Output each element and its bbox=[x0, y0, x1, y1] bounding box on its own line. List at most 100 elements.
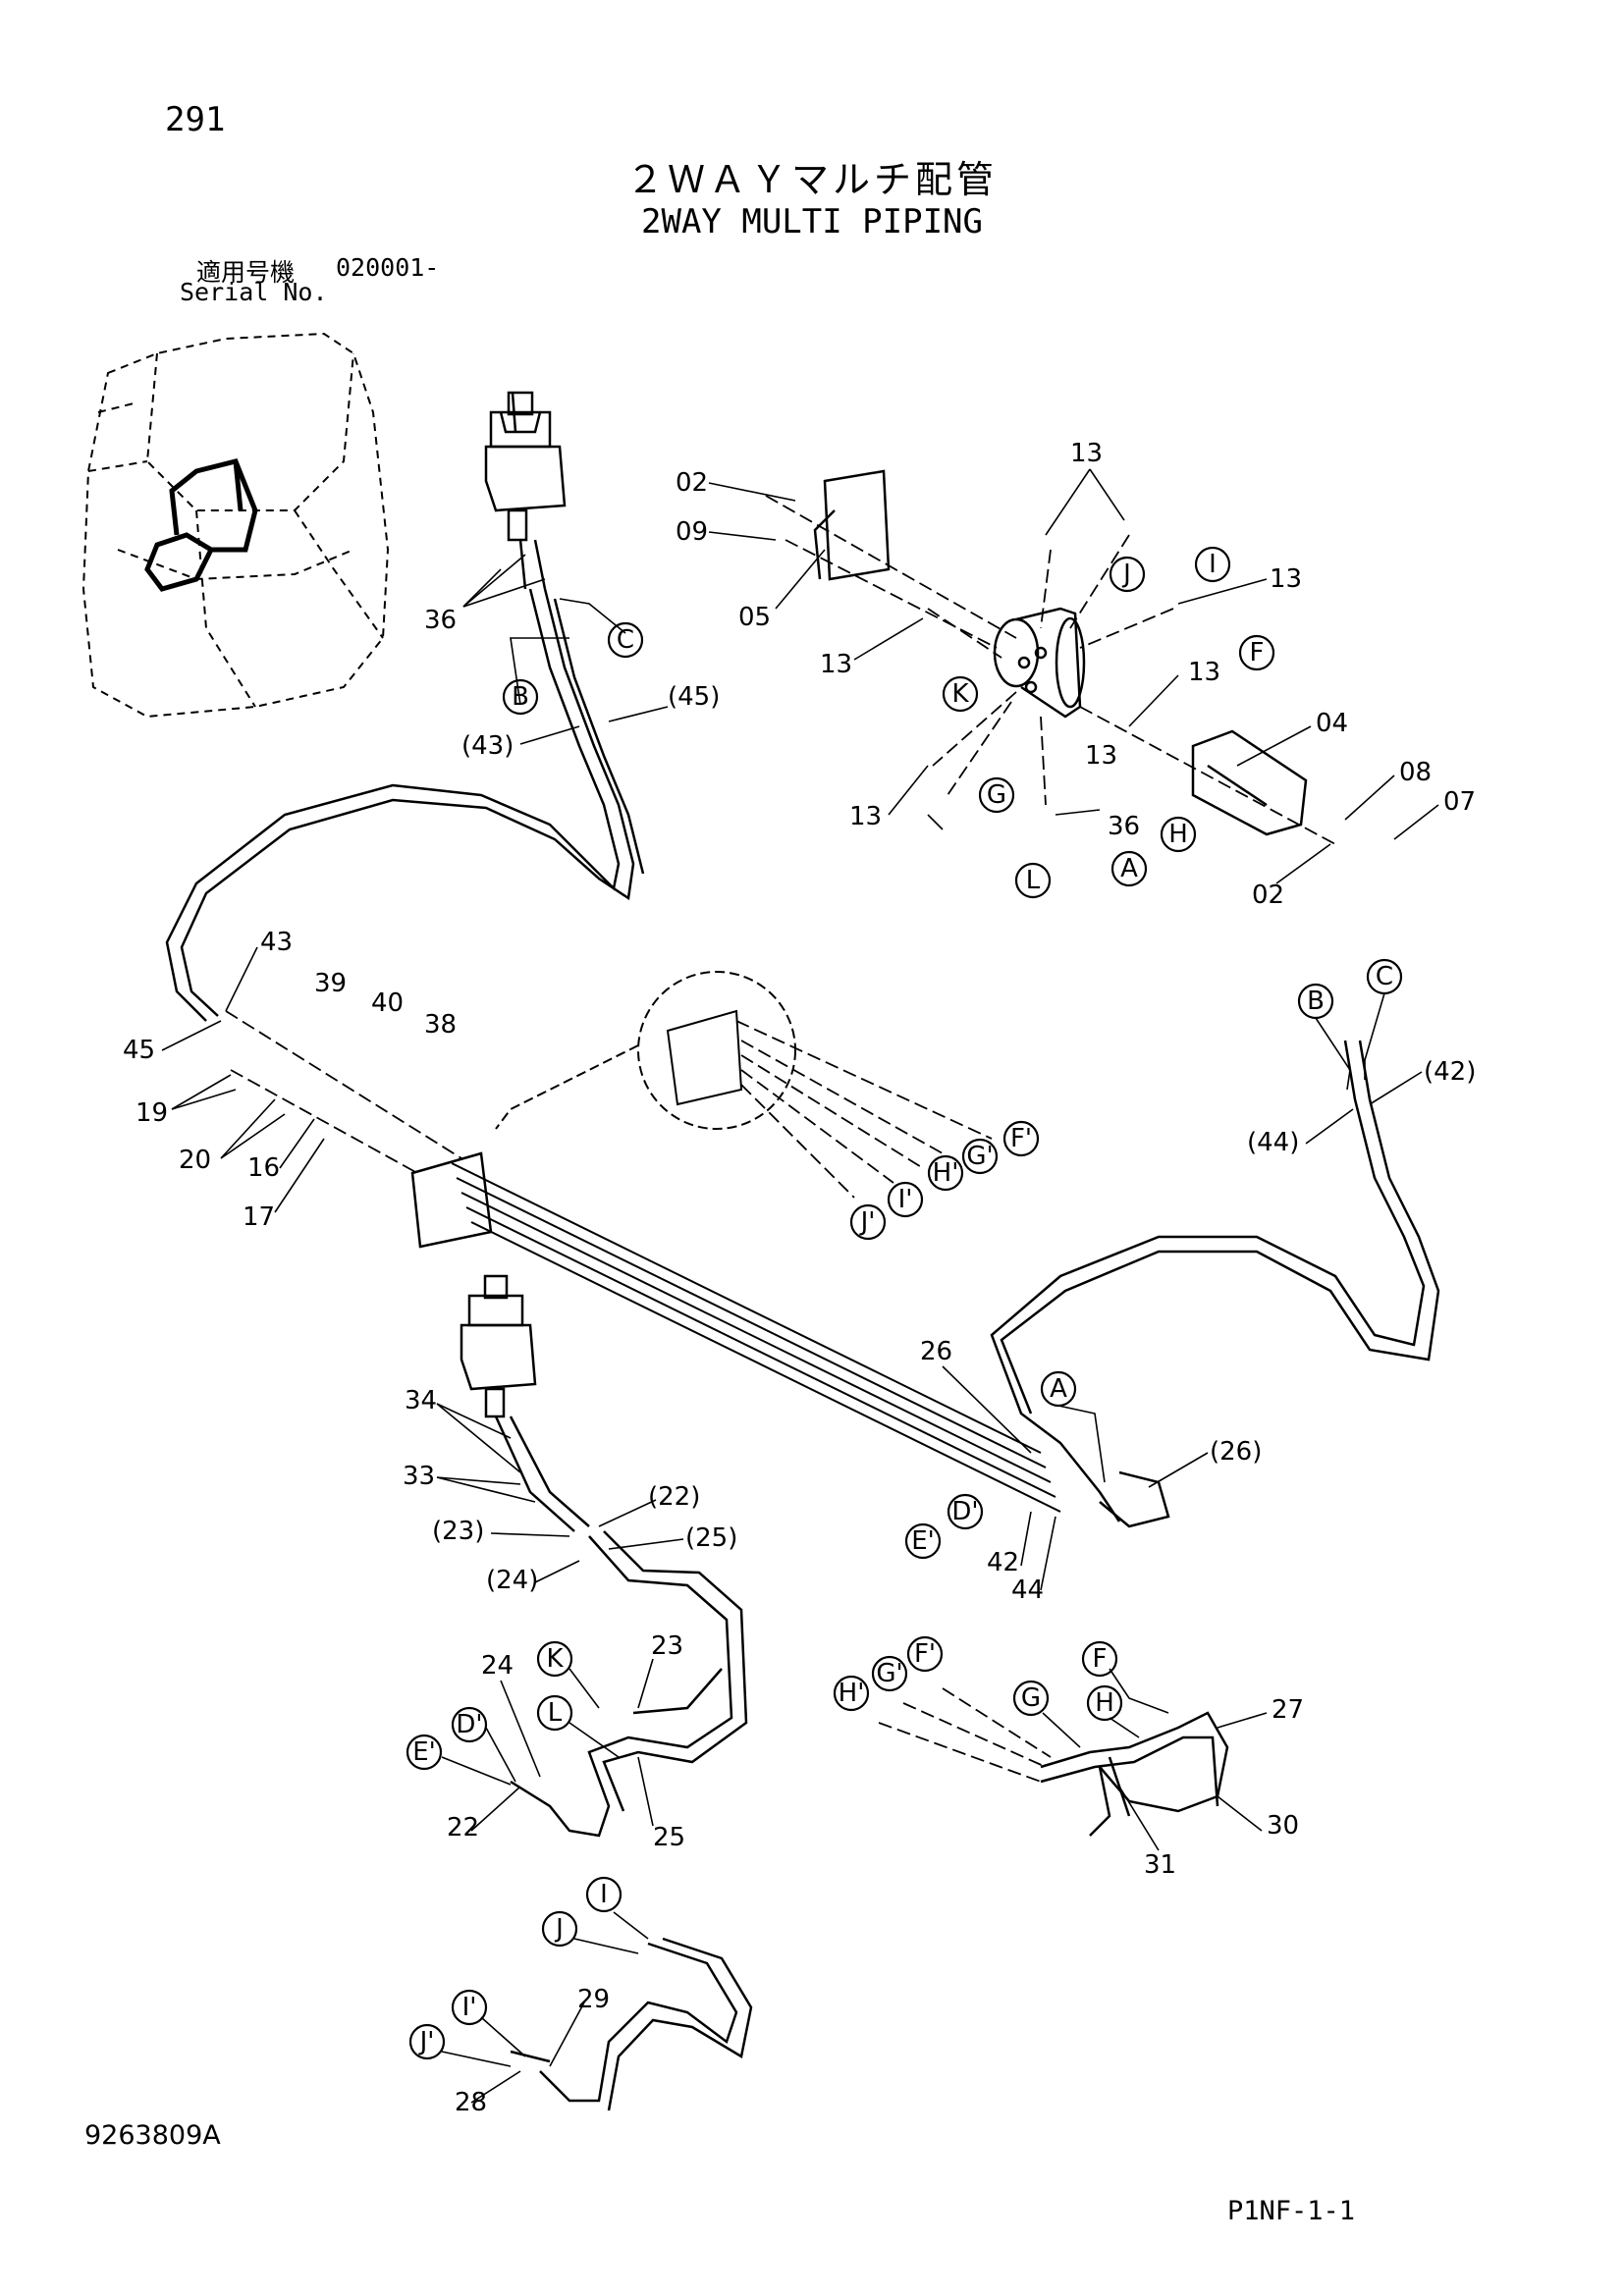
part-label-34: 34 bbox=[405, 1386, 437, 1415]
callout-Ep-middle: E' bbox=[911, 1526, 935, 1556]
callout-Fp-lower: F' bbox=[914, 1639, 936, 1669]
callout-G-lower: G bbox=[1021, 1683, 1041, 1713]
callout-Ip-detail: I' bbox=[898, 1185, 913, 1214]
callout-C-right: C bbox=[1376, 962, 1393, 991]
part-label-27: 27 bbox=[1272, 1695, 1304, 1725]
callout-G-upper: G bbox=[987, 780, 1006, 810]
part-label-28: 28 bbox=[455, 2088, 487, 2117]
part-label-29: 29 bbox=[577, 1985, 610, 2014]
callout-circles bbox=[406, 546, 1403, 2060]
callout-I-bottom: I bbox=[600, 1880, 608, 1909]
part-label-42: 42 bbox=[987, 1548, 1019, 1577]
part-label-13-a: 13 bbox=[1070, 439, 1103, 468]
callout-F-upper: F bbox=[1250, 638, 1265, 667]
part-label-36-upper: 36 bbox=[424, 606, 457, 635]
part-label-07: 07 bbox=[1443, 787, 1476, 817]
part-label-38: 38 bbox=[424, 1010, 457, 1040]
right-hoses-42-44 bbox=[990, 1040, 1440, 1528]
part-label-44: 44 bbox=[1011, 1575, 1044, 1605]
page-number: 291 bbox=[165, 100, 226, 139]
callout-L-lower: L bbox=[548, 1698, 563, 1728]
callout-Hp-lower: H' bbox=[839, 1679, 865, 1708]
callout-C-upper: C bbox=[617, 625, 634, 655]
callout-letters: A B C F I J K G L H A B C F' G' H' I' J'… bbox=[412, 550, 1393, 2056]
part-number-labels: 02 09 05 13 13 13 13 13 13 04 08 07 02 3… bbox=[123, 439, 1476, 2117]
callout-I-upper: I bbox=[1209, 550, 1217, 579]
part-label-20: 20 bbox=[179, 1146, 211, 1175]
machine-overview-illustration bbox=[81, 332, 390, 719]
serial-number-value: 020001- bbox=[336, 253, 440, 282]
callout-K-upper: K bbox=[951, 679, 969, 709]
callout-B-upper: B bbox=[512, 682, 529, 712]
bottom-hoses-28-29 bbox=[510, 1937, 753, 2111]
callout-K-lower: K bbox=[546, 1644, 564, 1674]
callout-Gp-detail: G' bbox=[966, 1142, 993, 1171]
lower-hoses-22-25 bbox=[510, 1530, 748, 1838]
part-label-39: 39 bbox=[314, 969, 347, 998]
callout-H-lower: H bbox=[1095, 1688, 1114, 1718]
part-label-36-block: 36 bbox=[1108, 812, 1140, 841]
part-label-16: 16 bbox=[247, 1153, 280, 1183]
callout-Dp-lower: D' bbox=[456, 1710, 482, 1739]
part-label-43: 43 bbox=[260, 928, 293, 957]
part-label-33: 33 bbox=[403, 1462, 435, 1491]
left-fittings-chain bbox=[225, 1010, 462, 1174]
part-label-13-d: 13 bbox=[1188, 658, 1220, 687]
callout-Ep-lower: E' bbox=[412, 1737, 436, 1767]
fprime-leaders bbox=[878, 1687, 1052, 1783]
callout-J-upper: J bbox=[1121, 560, 1131, 589]
upper-control-valve bbox=[484, 391, 567, 590]
bracket-04 bbox=[1191, 729, 1308, 836]
part-label-08: 08 bbox=[1399, 758, 1432, 787]
part-label-04: 04 bbox=[1316, 709, 1348, 738]
pipe-plate bbox=[410, 1151, 493, 1249]
machine-overview-piping-highlight bbox=[144, 458, 258, 592]
part-label-43-paren: (43) bbox=[461, 731, 514, 761]
part-label-23: 23 bbox=[651, 1631, 683, 1661]
part-label-26: 26 bbox=[920, 1337, 952, 1366]
part-label-24: 24 bbox=[481, 1651, 514, 1681]
callout-Ip-bottom: I' bbox=[462, 1993, 477, 2022]
lower-control-valve bbox=[460, 1274, 590, 1532]
right-hoses-27-30-31 bbox=[1040, 1711, 1229, 1837]
part-label-17: 17 bbox=[243, 1202, 275, 1232]
part-label-25: 25 bbox=[653, 1823, 685, 1852]
part-label-31: 31 bbox=[1144, 1850, 1176, 1880]
part-label-23-paren: (23) bbox=[432, 1517, 484, 1546]
callout-Gp-lower: G' bbox=[876, 1659, 902, 1688]
part-label-25-paren: (25) bbox=[685, 1523, 737, 1553]
part-label-19: 19 bbox=[135, 1098, 168, 1128]
serial-label-japanese: 適用号機 bbox=[196, 258, 296, 287]
callout-H-upper: H bbox=[1168, 820, 1188, 849]
part-label-13-e: 13 bbox=[849, 802, 882, 831]
part-label-40: 40 bbox=[371, 988, 404, 1018]
part-label-13-c: 13 bbox=[820, 650, 852, 679]
page-title-japanese: ２ＷＡＹマルチ配管 bbox=[625, 158, 998, 201]
part-label-30: 30 bbox=[1267, 1811, 1299, 1841]
drawing-number: 9263809A bbox=[84, 2120, 221, 2151]
sheet-code: P1NF-1-1 bbox=[1227, 2196, 1356, 2226]
selector-leader-lines bbox=[765, 495, 1336, 845]
callout-Jp-bottom: J' bbox=[418, 2027, 435, 2056]
callout-B-right: B bbox=[1307, 987, 1325, 1016]
upper-hoses-43-45 bbox=[165, 588, 645, 1022]
main-pipes-bundle bbox=[451, 1162, 1061, 1513]
part-label-09: 09 bbox=[676, 517, 708, 547]
callout-Hp-detail: H' bbox=[933, 1158, 959, 1188]
page-title-english: 2WAY MULTI PIPING bbox=[641, 202, 983, 241]
part-label-26-paren: (26) bbox=[1210, 1437, 1262, 1467]
bracket-05 bbox=[813, 469, 891, 581]
part-label-02-bottom: 02 bbox=[1252, 881, 1284, 910]
part-label-leader-lines bbox=[161, 468, 1439, 2104]
part-label-02-top: 02 bbox=[676, 468, 708, 498]
callout-Dp-middle: D' bbox=[951, 1497, 978, 1526]
callout-F-lower: F bbox=[1093, 1644, 1108, 1674]
detail-leader-lines bbox=[735, 1020, 993, 1199]
part-label-24-paren: (24) bbox=[486, 1566, 538, 1595]
part-label-45: 45 bbox=[123, 1036, 155, 1065]
serial-label-english: Serial No. bbox=[180, 278, 328, 306]
detail-circle bbox=[495, 971, 796, 1130]
part-label-13-b: 13 bbox=[1270, 564, 1302, 594]
part-label-22-paren: (22) bbox=[648, 1482, 700, 1512]
